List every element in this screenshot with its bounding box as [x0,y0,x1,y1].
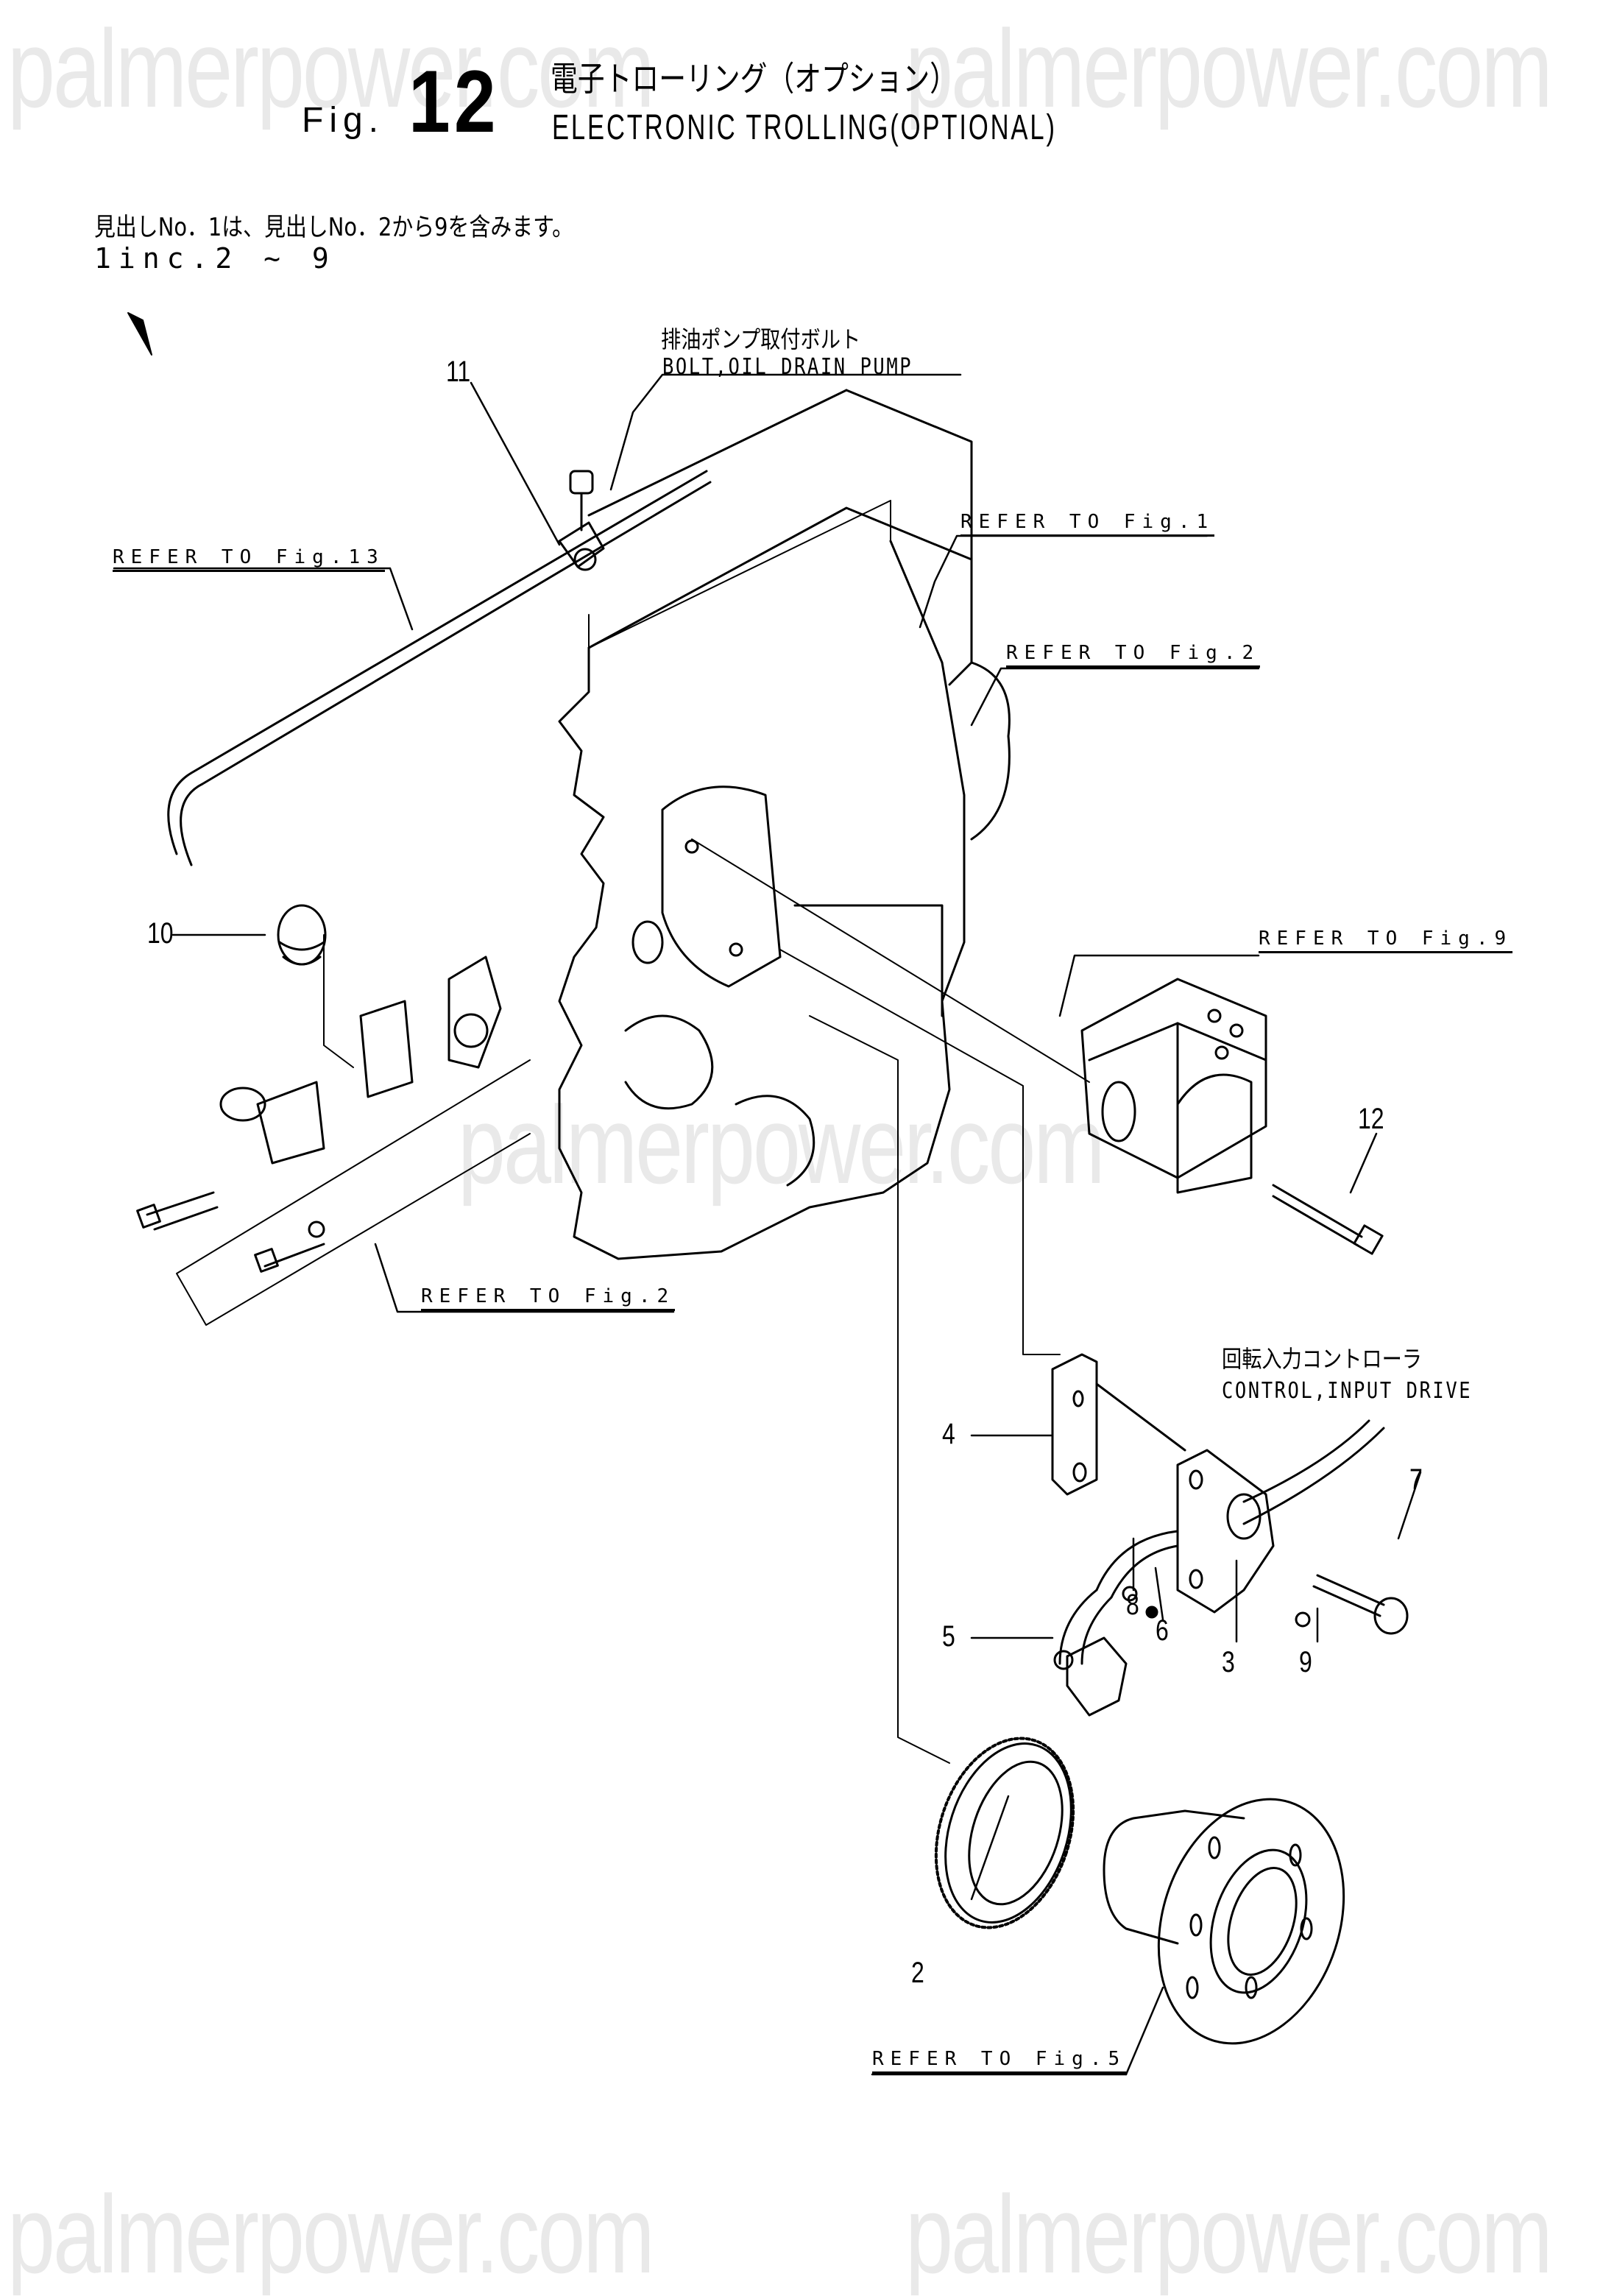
part-6-washer [1145,1606,1158,1619]
part-5-sensor [1053,1589,1128,1717]
figure-number: 12 [408,52,500,151]
inclusion-note-japanese: 見出しNo．1は、見出しNo．2から9を含みます。 [94,213,574,242]
watermark: palmerpower.com [7,2172,655,2296]
part-2-gear-ring [934,1737,1075,1929]
part-number-8: 8 [1126,1589,1139,1621]
assembly-guide-lines [176,500,1090,1764]
part-number-10: 10 [147,917,174,950]
oil-pipe [167,470,712,866]
part-9-nut [1295,1611,1311,1628]
part-number-7: 7 [1409,1463,1423,1496]
reference-fig13-label[interactable]: REFER TO Fig.13 [113,548,385,572]
part-number-11: 11 [446,356,471,388]
bolt-oil-drain-pump-label-jp: 排油ポンプ取付ボルト [661,325,861,353]
watermark: palmerpower.com [905,2172,1553,2296]
part-number-12: 12 [1358,1103,1384,1135]
control-input-drive-label-jp: 回転入力コントローラ [1222,1345,1423,1373]
reference-fig9-label[interactable]: REFER TO Fig.9 [1259,929,1513,953]
leader-lines [113,373,1422,2076]
part-number-4: 4 [942,1418,955,1450]
part-number-6: 6 [1156,1614,1169,1647]
part-12-bolt [1272,1184,1384,1255]
part-10-sensor [277,904,327,966]
valve-block [1080,978,1267,1194]
part-4-plate [1051,1353,1186,1496]
part-number-9: 9 [1299,1646,1312,1678]
part-8-screw [1122,1586,1138,1602]
control-input-drive-label-en: CONTROL,INPUT DRIVE [1222,1378,1473,1404]
figure-prefix: Fig. [302,101,385,140]
part-7-bolt [1312,1574,1409,1635]
reference-fig2-lower-label[interactable]: REFER TO Fig.2 [421,1287,676,1311]
watermark: palmerpower.com [458,1083,1105,1207]
figure-title-english: ELECTRONIC TROLLING(OPTIONAL) [552,108,1057,147]
reference-fig5-label[interactable]: REFER TO Fig.5 [872,2049,1127,2074]
figure-title-japanese: 電子トローリング（オプション） [551,59,957,99]
part-number-5: 5 [942,1620,955,1653]
inclusion-note-english: 1inc.2 ~ 9 [94,242,336,275]
orientation-arrow-icon [127,312,152,356]
bolt-oil-drain-pump [569,470,594,531]
bolt-oil-drain-pump-label-en: BOLT,OIL DRAIN PUMP [662,354,913,380]
engine-block [558,389,1011,1260]
left-bracket-assembly [136,956,502,1273]
reference-fig2-upper-label[interactable]: REFER TO Fig.2 [1006,643,1261,668]
part-number-3: 3 [1222,1646,1235,1678]
watermark: palmerpower.com [905,7,1553,130]
part-3-bracket [1095,1419,1385,1614]
part-number-2: 2 [911,1957,924,1989]
reference-fig1-label[interactable]: REFER TO Fig.1 [960,512,1215,537]
watermark: palmerpower.com [7,7,655,130]
coupling-flange [1103,1798,1345,2045]
